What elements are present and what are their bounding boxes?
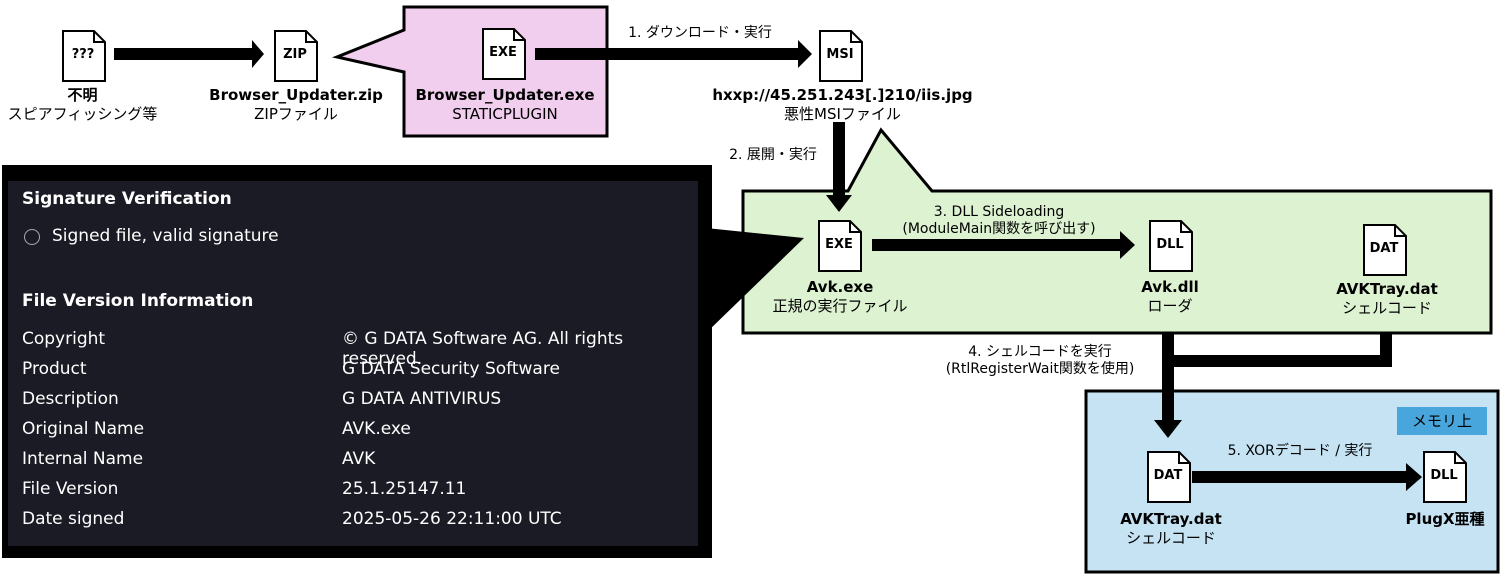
step-3-label: 3. DLL Sideloading (ModuleMain関数を呼び出す) bbox=[880, 204, 1118, 238]
file-msi-icon: MSI bbox=[818, 29, 866, 83]
file-name: Avk.exe bbox=[806, 278, 874, 296]
signature-panel-inner: Signature Verification Signed file, vali… bbox=[8, 181, 698, 546]
file-dat-icon: DAT bbox=[1362, 223, 1410, 277]
check-circle-icon bbox=[24, 229, 40, 245]
file-dll-icon: DLL bbox=[1148, 219, 1196, 273]
row-value: G DATA Security Software bbox=[342, 359, 560, 379]
arrow-exe-to-msi bbox=[535, 40, 812, 68]
file-desc: シェルコード bbox=[1126, 529, 1216, 547]
row-key: Product bbox=[22, 359, 87, 379]
file-desc: STATICPLUGIN bbox=[452, 105, 558, 123]
file-exe-icon: EXE bbox=[481, 27, 529, 81]
file-zip-icon: ZIP bbox=[273, 29, 321, 83]
label-unknown: 不明 スピアフィッシング等 bbox=[0, 86, 165, 124]
step-4-line1: 4. シェルコードを実行 bbox=[968, 344, 1112, 360]
row-key: Internal Name bbox=[22, 449, 144, 469]
file-name: hxxp://45.251.243[.]210/iis.jpg bbox=[712, 86, 973, 104]
pink-callout bbox=[331, 5, 609, 138]
file-unknown-icon: ??? bbox=[61, 29, 109, 83]
file-desc: 悪性MSIファイル bbox=[784, 105, 901, 123]
row-key: Description bbox=[22, 389, 119, 409]
file-desc: シェルコード bbox=[1342, 299, 1432, 317]
label-zip: Browser_Updater.zip ZIPファイル bbox=[196, 86, 396, 124]
label-avk: Avk.exe 正規の実行ファイル bbox=[762, 278, 918, 316]
file-name: 不明 bbox=[67, 86, 98, 104]
memory-badge: メモリ上 bbox=[1397, 407, 1487, 435]
file-name: Browser_Updater.exe bbox=[415, 86, 595, 104]
label-plugx: PlugX亜種 bbox=[1395, 510, 1495, 529]
file-desc: 正規の実行ファイル bbox=[772, 297, 908, 315]
signature-panel: Signature Verification Signed file, vali… bbox=[2, 165, 712, 558]
row-value: G DATA ANTIVIRUS bbox=[342, 389, 502, 409]
arrow-msi-to-avk bbox=[826, 122, 852, 212]
row-value: AVK bbox=[342, 449, 376, 469]
row-key: Date signed bbox=[22, 509, 125, 529]
row-key: Copyright bbox=[22, 329, 106, 349]
file-version-heading: File Version Information bbox=[22, 291, 254, 311]
file-name: AVKTray.dat bbox=[1336, 280, 1438, 298]
step-3-line2: (ModuleMain関数を呼び出す) bbox=[902, 221, 1096, 237]
signature-verification-heading: Signature Verification bbox=[22, 189, 232, 209]
row-key: File Version bbox=[22, 479, 119, 499]
arrow-to-memory bbox=[1154, 333, 1392, 438]
file-name: AVKTray.dat bbox=[1120, 510, 1222, 528]
file-name: Avk.dll bbox=[1141, 278, 1199, 296]
file-desc: ローダ bbox=[1147, 297, 1193, 315]
label-dat: AVKTray.dat シェルコード bbox=[1320, 280, 1454, 318]
step-4-line2: (RtlRegisterWait関数を使用) bbox=[945, 361, 1135, 377]
step-4-label: 4. シェルコードを実行 (RtlRegisterWait関数を使用) bbox=[922, 344, 1158, 378]
row-key: Original Name bbox=[22, 419, 145, 439]
step-1-label: 1. ダウンロード・実行 bbox=[628, 25, 772, 41]
file-plugx-dll-icon: DLL bbox=[1422, 450, 1470, 504]
row-value: 2025-05-26 22:11:00 UTC bbox=[342, 509, 562, 529]
label-dat-memory: AVKTray.dat シェルコード bbox=[1104, 510, 1238, 548]
signature-callout bbox=[706, 228, 804, 333]
file-name: PlugX亜種 bbox=[1405, 510, 1485, 528]
label-dll: Avk.dll ローダ bbox=[1120, 278, 1220, 316]
file-avk-exe-icon: EXE bbox=[817, 219, 865, 273]
step-5-label: 5. XORデコード / 実行 bbox=[1227, 443, 1373, 459]
step-2-label: 2. 展開・実行 bbox=[729, 147, 817, 163]
green-callout bbox=[741, 127, 1493, 335]
arrow-dat-to-plugx bbox=[1192, 463, 1422, 491]
row-value: AVK.exe bbox=[342, 419, 411, 439]
step-3-line1: 3. DLL Sideloading bbox=[933, 204, 1065, 220]
file-name: Browser_Updater.zip bbox=[209, 86, 383, 104]
file-dat-memory-icon: DAT bbox=[1146, 450, 1194, 504]
arrow-avk-to-dll bbox=[872, 231, 1135, 259]
label-msi: hxxp://45.251.243[.]210/iis.jpg 悪性MSIファイ… bbox=[695, 86, 990, 124]
row-value: 25.1.25147.11 bbox=[342, 479, 467, 499]
file-desc: ZIPファイル bbox=[254, 105, 338, 123]
signature-status: Signed file, valid signature bbox=[52, 226, 279, 246]
arrow-unknown-to-zip bbox=[114, 40, 264, 68]
label-exe: Browser_Updater.exe STATICPLUGIN bbox=[404, 86, 606, 124]
file-desc: スピアフィッシング等 bbox=[7, 105, 158, 123]
row-value: © G DATA Software AG. All rights reserve… bbox=[342, 329, 624, 369]
